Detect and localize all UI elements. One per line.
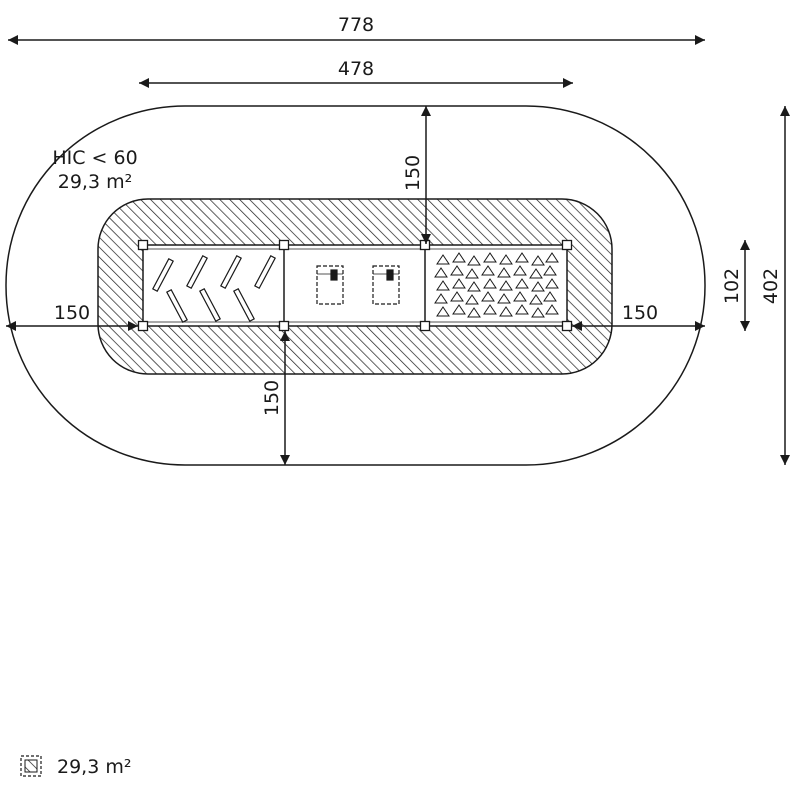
dim-label-equipment-width: 478 (338, 58, 374, 80)
dim-label-equipment-depth: 102 (721, 268, 743, 304)
balance-logs (152, 255, 276, 323)
safety-area-label: 29,3 m² (58, 171, 132, 193)
hic-label: HIC < 60 (52, 147, 137, 169)
legend-area-label: 29,3 m² (57, 756, 131, 778)
dim-label-left-clearance: 150 (54, 302, 90, 324)
safety-zone-outline (5, 105, 706, 466)
stepping-platforms (316, 265, 400, 305)
dim-label-top-clearance: 150 (402, 155, 424, 191)
dim-label-overall-depth: 402 (760, 268, 782, 304)
dim-label-overall-width: 778 (338, 14, 374, 36)
dim-label-bottom-clearance: 150 (261, 380, 283, 416)
dim-label-right-clearance: 150 (622, 302, 658, 324)
equipment-posts (137, 239, 573, 332)
hatched-surface-icon (20, 755, 42, 777)
